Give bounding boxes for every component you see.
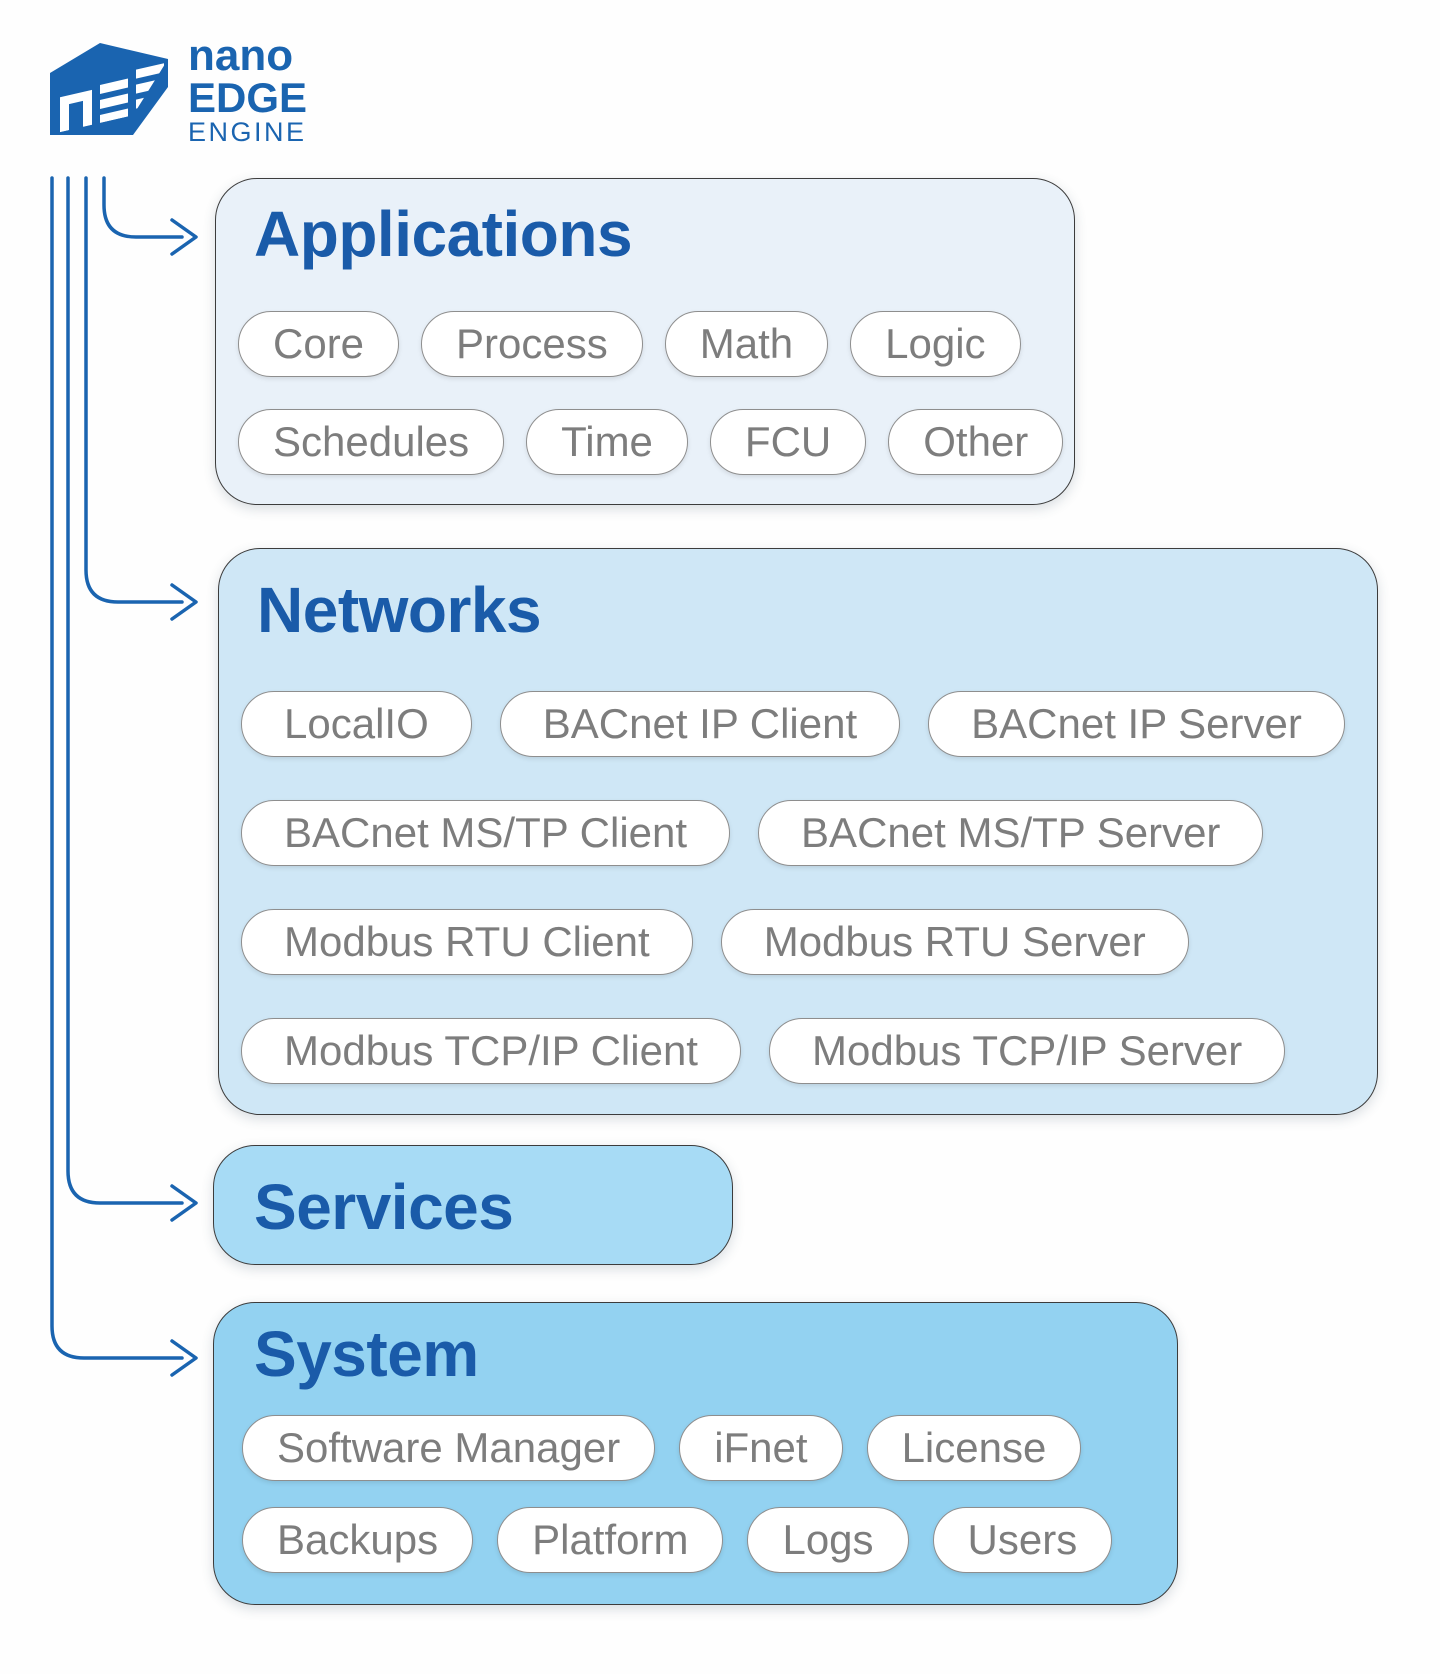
- pill-ifnet: iFnet: [679, 1415, 843, 1481]
- pill-modbus-tcp-ip-server: Modbus TCP/IP Server: [768, 1018, 1286, 1084]
- applications-title: Applications: [254, 198, 633, 270]
- services-title: Services: [254, 1171, 514, 1243]
- pill-row: Modbus RTU Client Modbus RTU Server: [241, 909, 1345, 975]
- pill-fcu: FCU: [709, 409, 867, 475]
- arrow-to-system: [50, 176, 198, 1377]
- pill-schedules: Schedules: [238, 409, 505, 475]
- pill-row: Software Manager iFnet License: [242, 1415, 1112, 1481]
- pill-math: Math: [664, 311, 829, 377]
- networks-title: Networks: [257, 574, 542, 646]
- pill-process: Process: [421, 311, 643, 377]
- pill-row: Backups Platform Logs Users: [242, 1507, 1113, 1573]
- pill-modbus-rtu-server: Modbus RTU Server: [720, 909, 1189, 975]
- pill-bacnet-ms-tp-client: BACnet MS/TP Client: [241, 800, 731, 866]
- pill-bacnet-ip-server: BACnet IP Server: [928, 691, 1345, 757]
- pill-other: Other: [888, 409, 1064, 475]
- arrow-to-networks: [84, 176, 198, 621]
- logo-text-nano: nano: [188, 31, 294, 80]
- pill-modbus-tcp-ip-client: Modbus TCP/IP Client: [241, 1018, 741, 1084]
- services-section-box: Services: [213, 1145, 733, 1265]
- pill-logs: Logs: [747, 1507, 909, 1573]
- system-title: System: [254, 1318, 479, 1390]
- arrow-to-services: [66, 176, 198, 1222]
- pill-platform: Platform: [497, 1507, 724, 1573]
- nano-edge-engine-logo-icon: [50, 43, 168, 135]
- pill-row: Schedules Time FCU Other: [238, 409, 1064, 475]
- pill-license: License: [866, 1415, 1082, 1481]
- pill-localio: LocalIO: [241, 691, 472, 757]
- pill-backups: Backups: [242, 1507, 474, 1573]
- pill-row: Core Process Math Logic: [238, 311, 1063, 377]
- pill-core: Core: [238, 311, 400, 377]
- pill-bacnet-ip-client: BACnet IP Client: [499, 691, 901, 757]
- pill-bacnet-ms-tp-server: BACnet MS/TP Server: [758, 800, 1264, 866]
- pill-time: Time: [526, 409, 688, 475]
- logo-text-engine: ENGINE: [188, 117, 307, 147]
- arrow-to-applications: [102, 176, 198, 256]
- logo-wordmark: nano EDGE ENGINE: [188, 31, 308, 147]
- pill-users: Users: [932, 1507, 1113, 1573]
- pill-modbus-rtu-client: Modbus RTU Client: [241, 909, 693, 975]
- pill-row: BACnet MS/TP Client BACnet MS/TP Server: [241, 800, 1345, 866]
- pill-row: Modbus TCP/IP Client Modbus TCP/IP Server: [241, 1018, 1345, 1084]
- logo-text-edge: EDGE: [188, 74, 308, 121]
- pill-logic: Logic: [850, 311, 1021, 377]
- pill-software-manager: Software Manager: [242, 1415, 656, 1481]
- networks-section-box: Networks LocalIO BACnet IP Client BACnet I…: [218, 548, 1378, 1115]
- pill-row: LocalIO BACnet IP Client BACnet IP Server: [241, 691, 1345, 757]
